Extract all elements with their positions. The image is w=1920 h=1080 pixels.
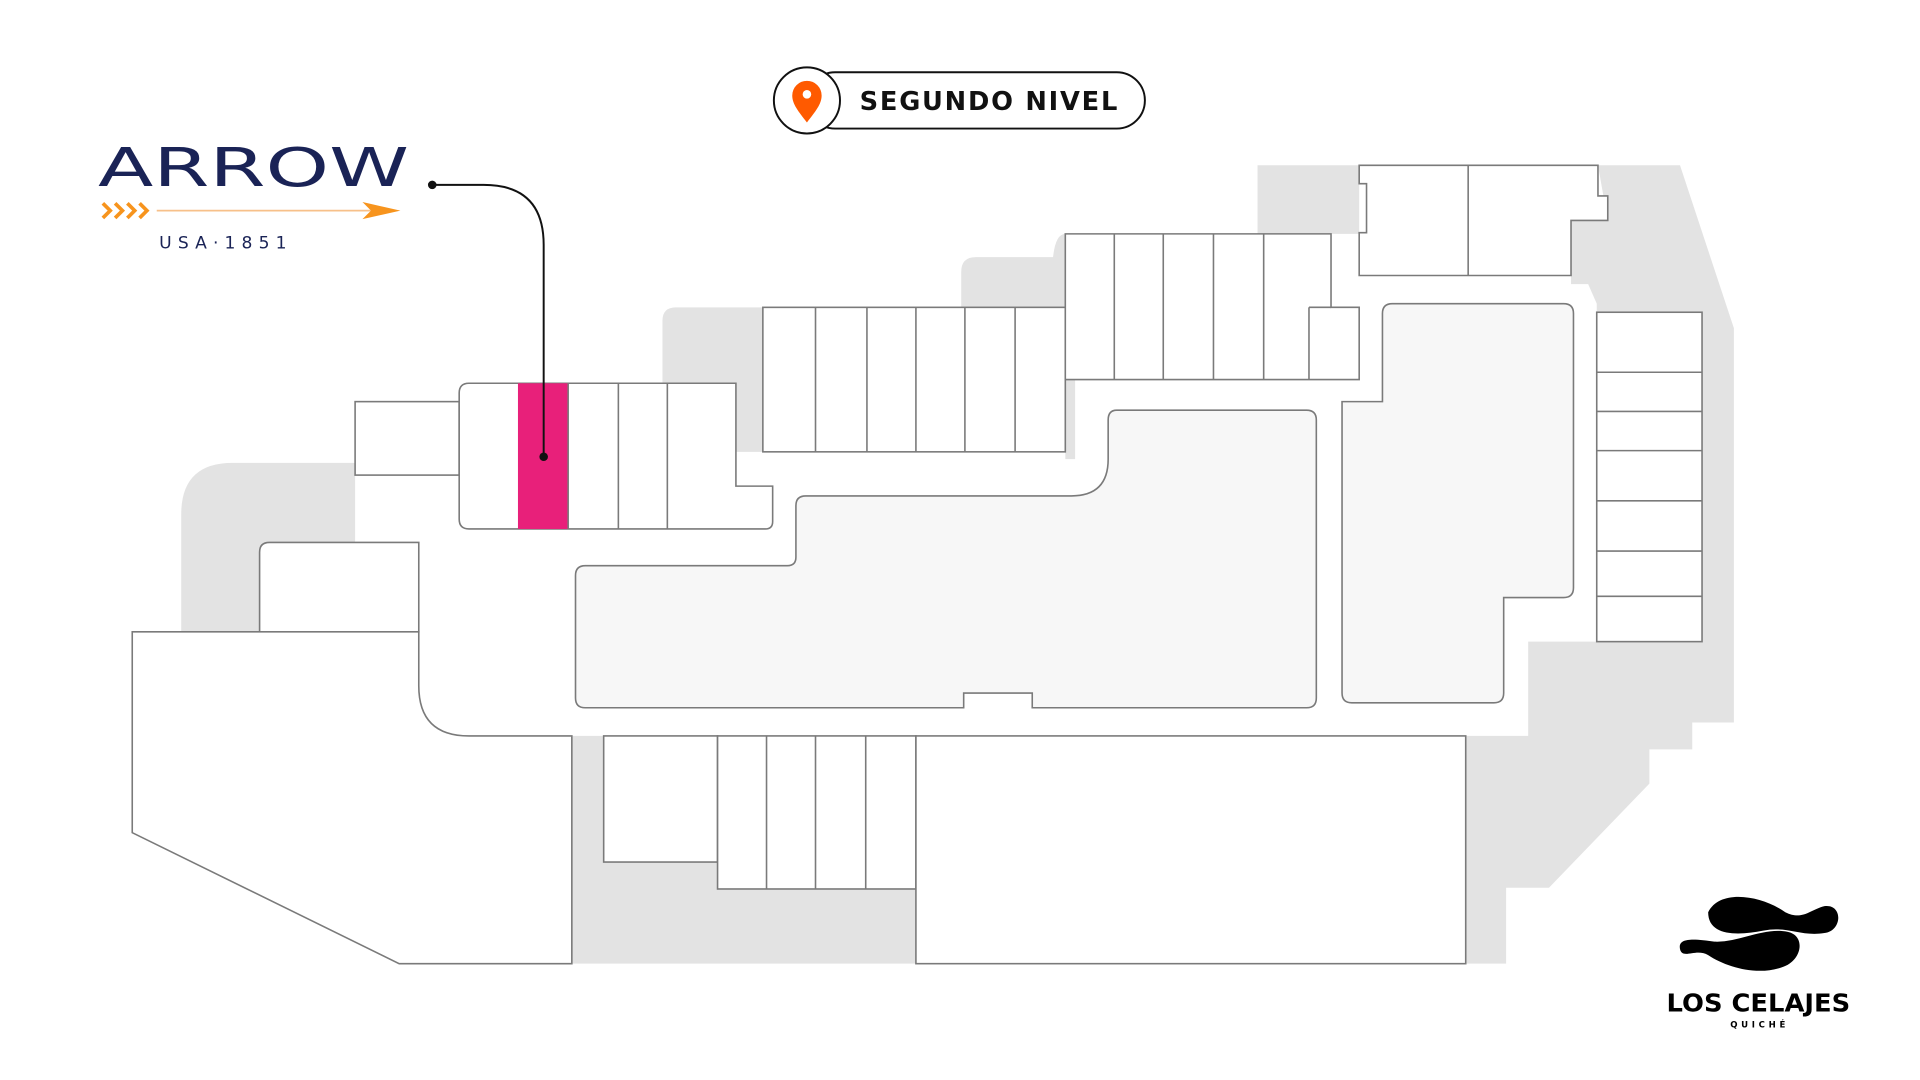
- connector-line: [432, 183, 545, 457]
- anchor-store-south[interactable]: [915, 735, 1467, 965]
- brand-name: ARROW: [98, 136, 409, 199]
- east-atrium: [1341, 302, 1575, 704]
- store-row-north: [762, 306, 1067, 453]
- store[interactable]: [354, 400, 460, 476]
- store-block-west: [458, 382, 774, 530]
- store-block-north-corner: [1358, 164, 1609, 277]
- arrow-brand-logo: ARROW USA·1851: [98, 136, 409, 253]
- brand-tagline: USA·1851: [159, 234, 292, 254]
- los-celajes-logo: LOS CELAJES QUICHÉ: [1667, 896, 1851, 1030]
- anchor-store-southwest[interactable]: [131, 631, 573, 965]
- store-dividers: [1596, 371, 1703, 598]
- location-pin-icon: [792, 80, 822, 123]
- central-atrium: [574, 409, 1318, 709]
- store-row-south: [716, 735, 917, 890]
- store-dividers: [814, 307, 1016, 452]
- connector-dot-end: [539, 452, 548, 462]
- store-row-northeast: [1064, 233, 1360, 381]
- arrowhead-icon: [362, 202, 401, 220]
- mall-name: LOS CELAJES: [1667, 988, 1851, 1017]
- mall-location: QUICHÉ: [1730, 1018, 1789, 1030]
- level-label: SEGUNDO NIVEL: [860, 87, 1120, 117]
- store-dividers: [765, 735, 867, 889]
- level-badge: SEGUNDO NIVEL: [772, 66, 1146, 135]
- store[interactable]: [258, 541, 420, 633]
- connector-dot-start: [427, 180, 437, 190]
- store-dividers: [1113, 233, 1332, 380]
- store-column-east: [1595, 311, 1703, 643]
- store[interactable]: [602, 735, 719, 863]
